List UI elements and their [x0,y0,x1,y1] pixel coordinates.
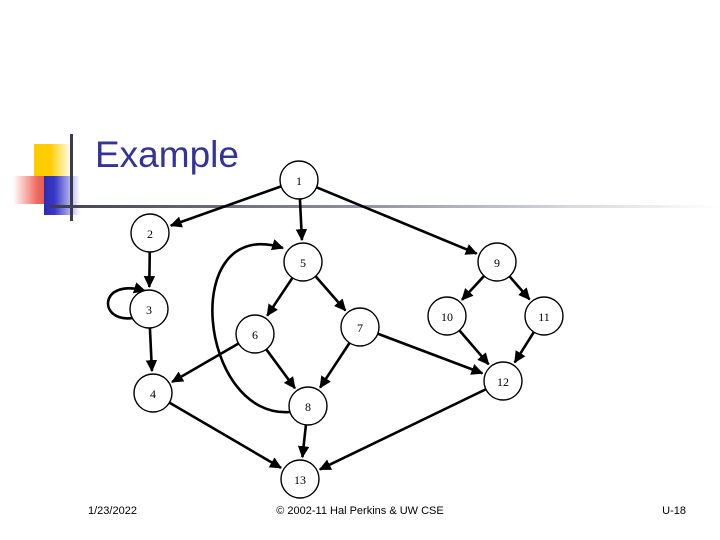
graph-edge-1-5 [295,198,308,242]
graph-node-label-1: 1 [296,174,302,188]
graph-edge-9-11 [508,275,531,301]
graph-edge-1-9 [316,186,478,255]
graph-node-13[interactable] [280,459,320,499]
graph-edge-10-12 [458,329,490,366]
graph-edge-1-2 [169,185,282,228]
slide-header: Example [0,60,720,221]
graph-node-2[interactable] [130,213,170,253]
graph-node-label-3: 3 [146,303,152,317]
graph-node-12[interactable] [483,361,523,401]
graph-edge-8-5 [211,239,292,414]
graph-node-10[interactable] [427,296,467,336]
graph-node-label-11: 11 [538,310,550,324]
graph-edge-9-10 [460,275,486,301]
decoration-blue-square [44,176,80,215]
graph-edge-3-3 [106,282,146,320]
decoration-vertical-rule [70,134,73,221]
footer-date: 1/23/2022 [88,505,137,517]
graph-node-label-8: 8 [305,400,311,414]
graph-edge-7-12 [377,332,484,375]
graph-node-6[interactable] [235,314,275,354]
footer-copyright: © 2002-11 Hal Perkins & UW CSE [276,505,444,517]
graph-node-label-6: 6 [252,328,258,342]
graph-edge-7-8 [319,342,351,389]
graph-node-1[interactable] [279,160,319,200]
graph-node-label-7: 7 [357,321,363,335]
footer-page-number: U-18 [662,505,686,517]
graph-node-3[interactable] [129,289,169,329]
graph-edge-6-4 [171,342,240,384]
graph-edge-3-4 [145,327,158,373]
graph-edges [106,185,535,471]
graph-edge-12-13 [318,388,487,471]
graph-node-5[interactable] [283,242,323,282]
graph-node-label-2: 2 [147,227,153,241]
graph-edge-6-8 [265,348,297,390]
graph-node-label-10: 10 [441,310,453,324]
graph-node-7[interactable] [340,307,380,347]
page-title: Example [95,134,239,175]
decoration-yellow-square [34,144,72,178]
graph-node-label-4: 4 [150,387,156,401]
graph-node-8[interactable] [288,386,328,426]
graph-node-label-13: 13 [294,473,306,487]
graph-node-9[interactable] [477,242,517,282]
slide-footer: 1/23/2022 © 2002-11 Hal Perkins & UW CSE… [0,505,720,527]
graph-node-label-12: 12 [497,375,509,389]
graph-node-label-9: 9 [494,256,500,270]
graph-node-4[interactable] [133,373,173,413]
graph-node-label-5: 5 [300,256,306,270]
graph-node-11[interactable] [524,296,564,336]
graph-edge-8-13 [297,424,310,459]
graph-edge-5-6 [266,277,294,317]
graph-edge-5-7 [314,275,347,312]
graph-edge-11-12 [513,331,535,364]
decoration-horizontal-rule [50,205,720,208]
graph-edge-4-13 [168,401,282,470]
